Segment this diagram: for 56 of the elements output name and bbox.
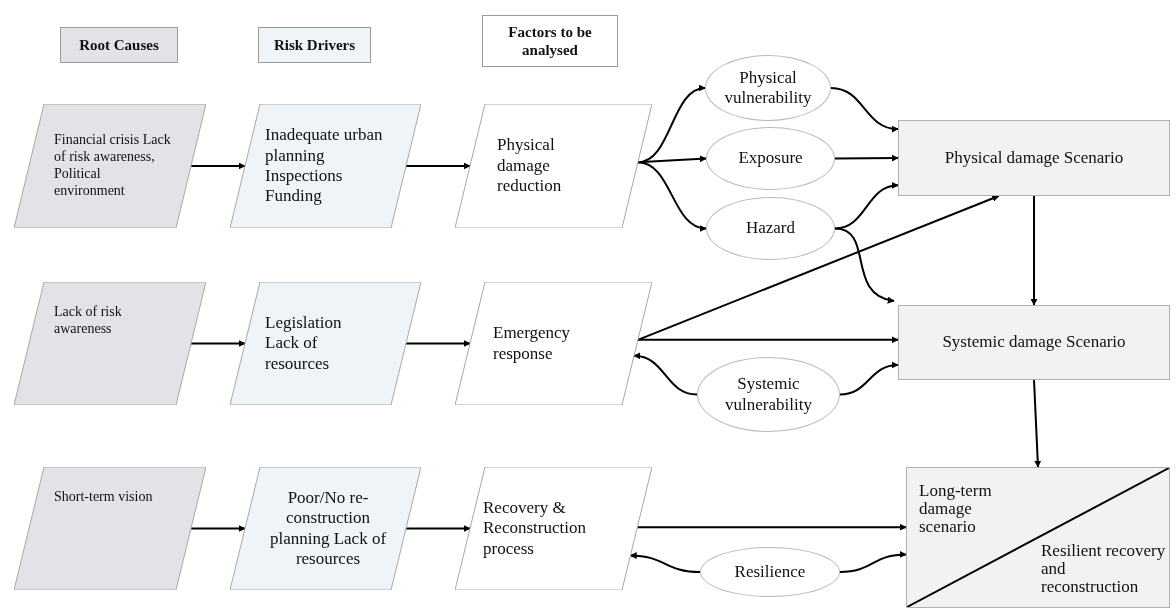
node-text: Short-term vision [54,489,154,506]
factor-box [455,104,652,228]
arrow [405,162,471,170]
node-text: Physical damage Scenario [943,147,1125,169]
arrow [839,362,899,396]
arrow [839,551,907,573]
node-text: Lack of risk awareness [54,304,123,338]
header-text: Root Causes [79,36,159,54]
factor-box [455,282,652,405]
header-text: Factors to be analysed [507,23,593,59]
arrow [1030,195,1038,306]
arrow [633,353,698,396]
risk-driver-box [230,467,421,590]
node-text: Poor/No re-construction planning Lack of resources [268,487,388,570]
header-text: Risk Drivers [273,36,356,54]
arrow [190,162,246,170]
node-text: Physical damage reduction [497,135,563,197]
node-text: Recovery & Reconstruction process [483,497,587,560]
scenario-box [898,305,1170,380]
node-text: Systemic vulnerability [724,374,813,415]
node-text: Emergency response [493,323,572,364]
arrow [834,182,899,230]
arrow [834,227,895,303]
root-cause-box [14,104,206,228]
node-text: Hazard [745,218,796,239]
arrow [190,340,246,347]
scenario-box [898,120,1170,196]
node-text: Financial crisis Lack of risk awareness, Political environment [54,132,172,200]
arrow [830,87,899,132]
scenario-box [906,467,1170,608]
arrow [636,161,707,231]
arrow [405,525,471,532]
node-text: Long-term damage scenario [919,482,993,536]
risk-driver-box [230,282,421,405]
arrow [636,195,1000,341]
factor-box [455,467,652,590]
arrow [636,523,907,531]
column-header [60,27,178,63]
root-cause-box [14,467,206,590]
column-header [258,27,371,63]
node-text: Legislation Lack of resources [265,312,343,375]
arrow [1033,379,1042,468]
arrow [834,154,899,162]
node-text: Inadequate urban planning Inspections Funding [265,125,384,207]
node-text: Resilient recovery and reconstruction [1041,542,1166,596]
node-text: Resilience [734,561,806,583]
node-text: Exposure [738,148,803,169]
arrow [190,525,246,532]
node-text: Systemic damage Scenario [941,332,1127,353]
arrow [405,340,471,347]
node-text: Physical vulnerability [723,67,813,109]
arrow [629,552,701,573]
column-header [482,15,618,67]
arrow [636,336,899,344]
root-cause-box [14,282,206,405]
risk-driver-box [230,104,421,228]
